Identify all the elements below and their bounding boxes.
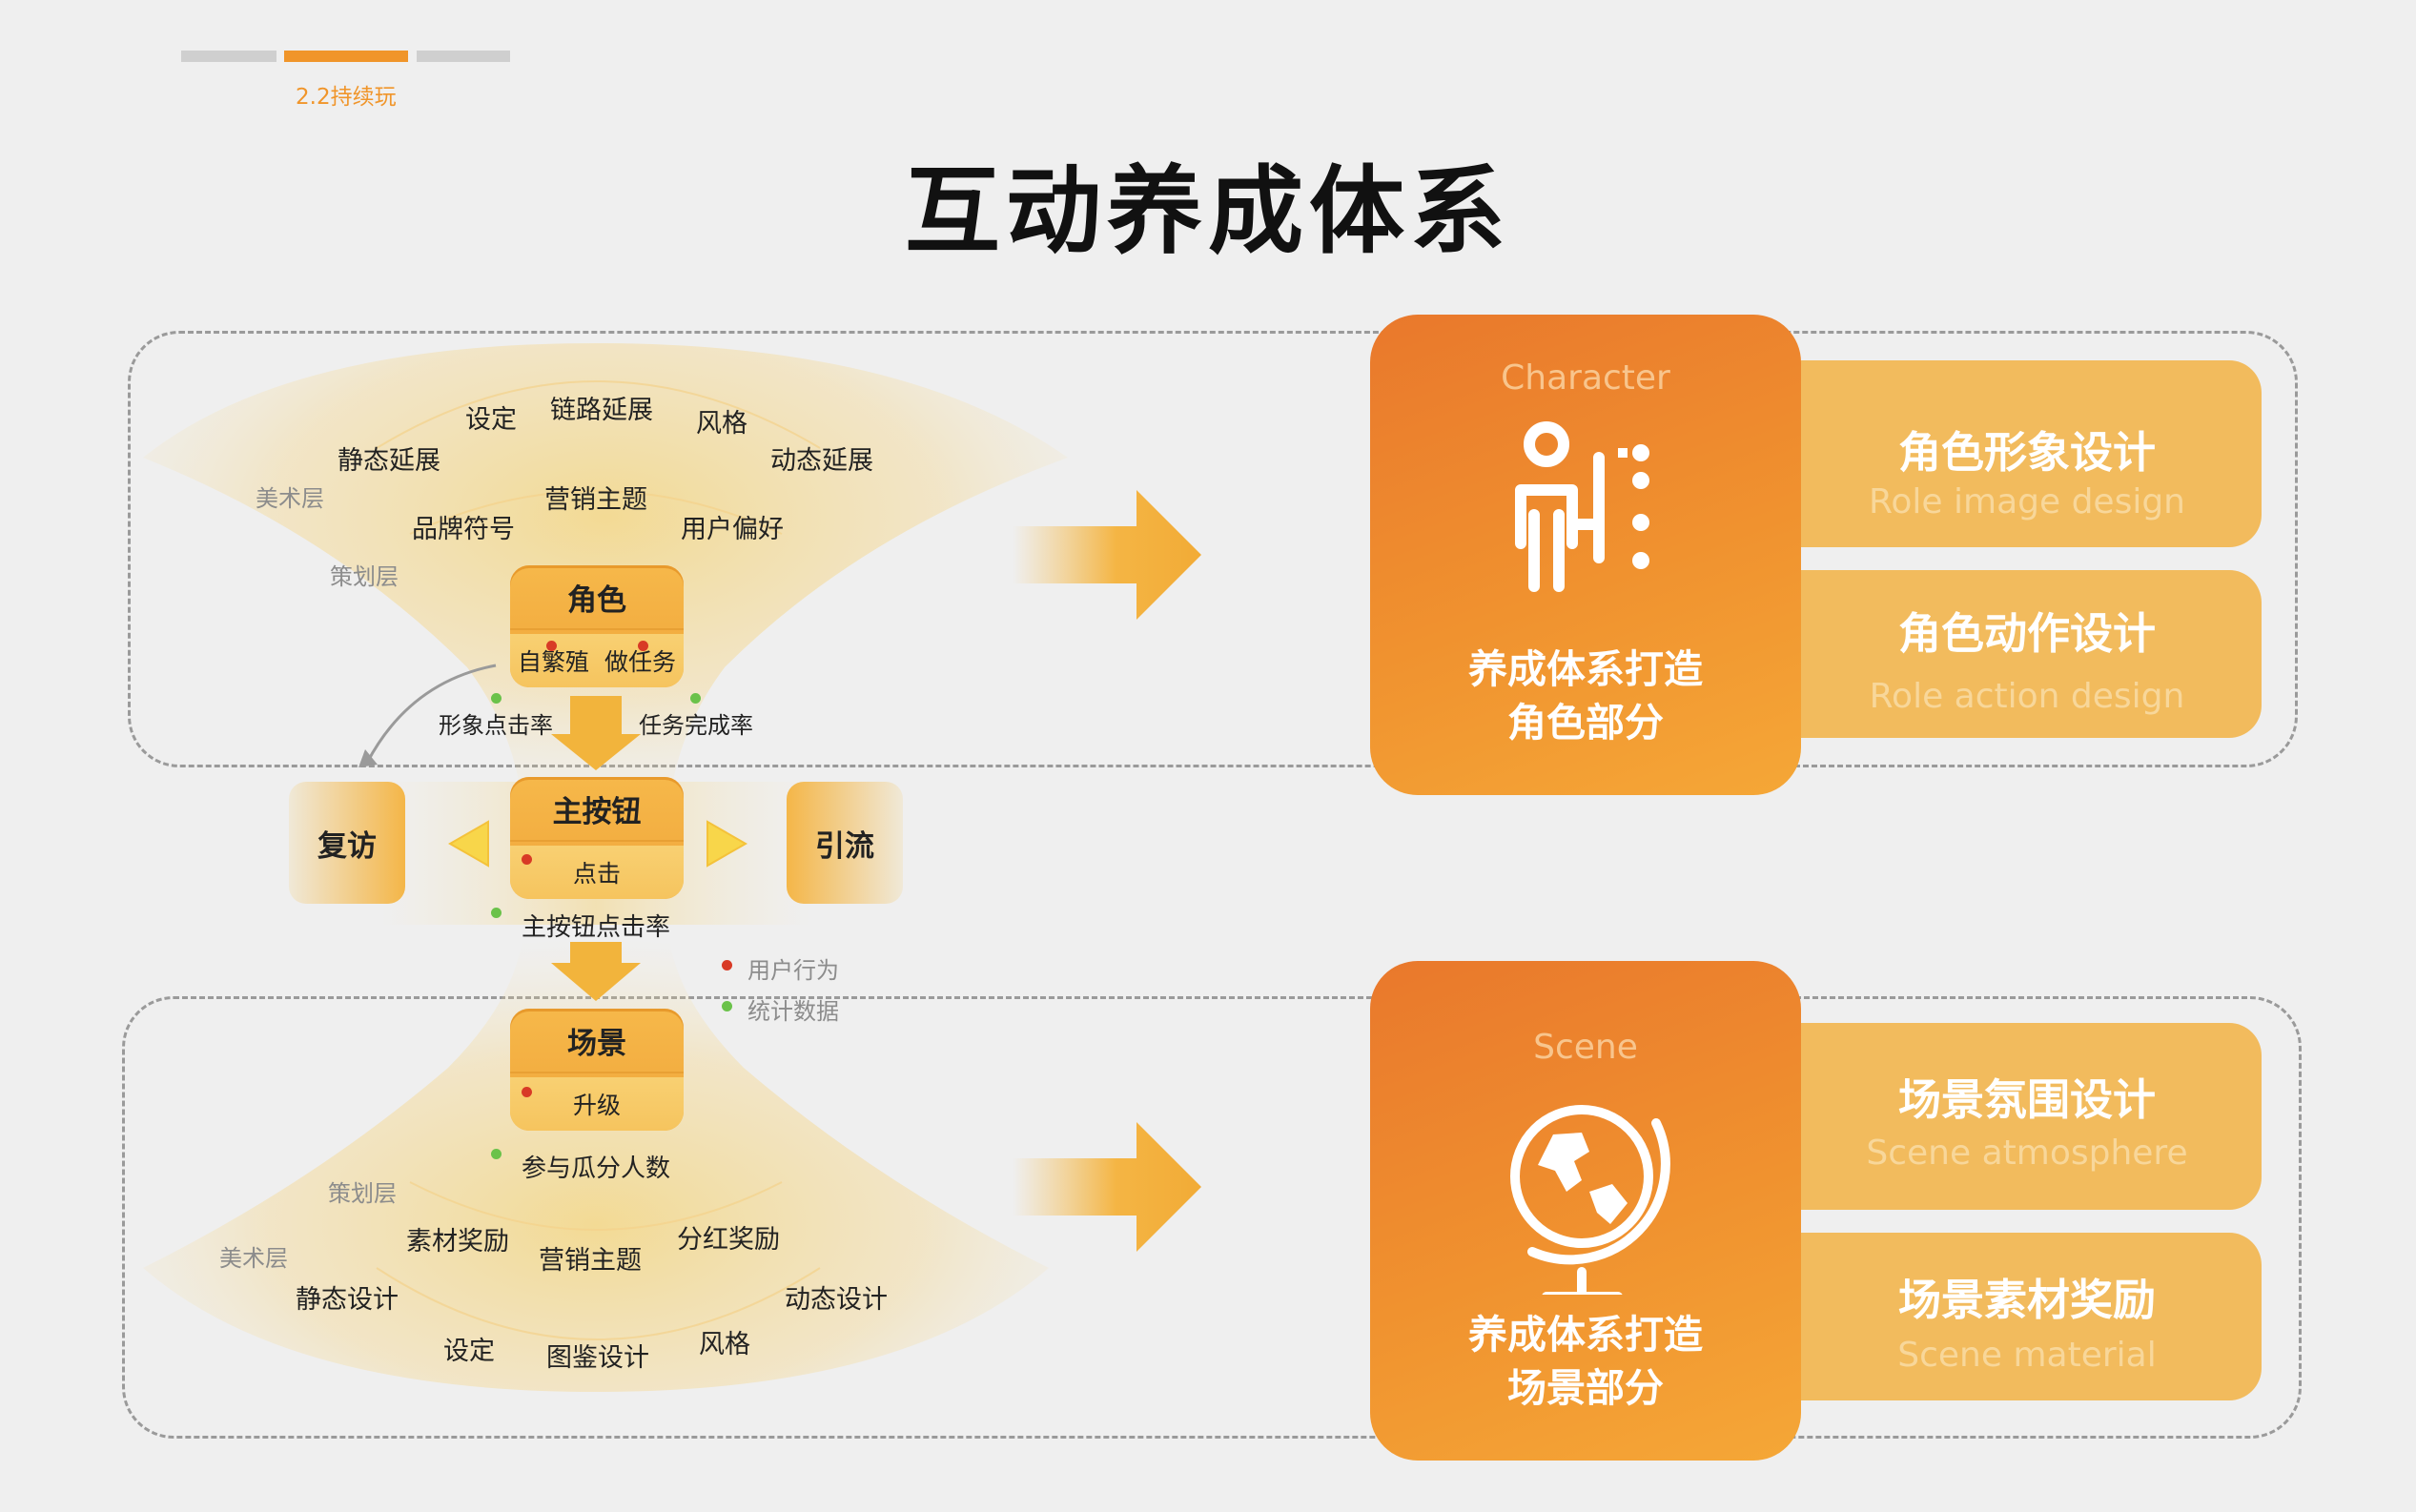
label-setting-top: 设定 [465, 405, 517, 435]
label-planning-layer-top: 策划层 [330, 563, 399, 590]
scene-card-caption: Scene [1533, 1028, 1638, 1067]
scene-card[interactable]: Scene 养成体系打造 场景部分 [1370, 961, 1801, 1461]
label-style-bottom: 风格 [699, 1330, 750, 1359]
progress-segment-1 [181, 51, 276, 62]
label-dynamic-design: 动态设计 [785, 1285, 888, 1315]
role-image-design-title: 角色形象设计 [1897, 427, 2156, 478]
character-card-line2: 角色部分 [1507, 700, 1664, 746]
legend-red-dot [722, 960, 732, 971]
scene-atmosphere-panel[interactable]: 场景氛围设计 Scene atmosphere [1792, 1023, 2262, 1210]
character-node[interactable]: 角色 自繁殖 做任务 [510, 565, 684, 687]
role-action-design-panel[interactable]: 角色动作设计 Role action design [1792, 570, 2262, 738]
label-art-layer-bottom: 美术层 [219, 1245, 288, 1272]
label-material-reward: 素材奖励 [406, 1227, 509, 1257]
character-card-line1: 养成体系打造 [1468, 646, 1703, 692]
main-button-node[interactable]: 主按钮 点击 [510, 777, 684, 899]
scene-card-line2: 场景部分 [1507, 1365, 1664, 1411]
role-action-design-title: 角色动作设计 [1897, 608, 2156, 659]
label-marketing-theme-top: 营销主题 [544, 485, 647, 515]
scene-node-action: 升级 [510, 1077, 684, 1131]
scene-atmosphere-title: 场景氛围设计 [1897, 1074, 2156, 1125]
scene-group-box [122, 996, 2302, 1439]
label-planning-layer-bottom: 策划层 [328, 1180, 397, 1207]
scene-node[interactable]: 场景 升级 [510, 1009, 684, 1131]
scene-material-panel[interactable]: 场景素材奖励 Scene material [1792, 1233, 2262, 1400]
action-self-breed: 自繁殖 [517, 648, 589, 676]
progress-segment-3 [417, 51, 510, 62]
character-flow-arrow [1013, 490, 1201, 620]
scene-atmosphere-english: Scene atmosphere [1866, 1134, 2188, 1173]
section-tag: 2.2持续玩 [296, 85, 397, 110]
character-figure-icon [1515, 421, 1649, 592]
label-collection-design: 图鉴设计 [546, 1343, 649, 1373]
character-card-caption: Character [1501, 358, 1670, 398]
scene-node-title: 场景 [510, 1009, 684, 1073]
metric-main-button-click-rate: 主按钮点击率 [522, 913, 671, 942]
label-marketing-theme-bottom: 营销主题 [539, 1246, 642, 1276]
character-card[interactable]: Character 养成体系打造 角色部分 [1370, 315, 1801, 795]
label-chain-extension: 链路延展 [550, 396, 653, 425]
revisit-pill[interactable]: 复访 [289, 782, 405, 904]
statistics-marker [491, 693, 502, 704]
legend-statistics: 统计数据 [747, 998, 839, 1025]
metric-image-click-rate: 形象点击率 [439, 712, 553, 739]
traffic-pill[interactable]: 引流 [787, 782, 903, 904]
label-art-layer-top: 美术层 [256, 485, 324, 512]
user-behavior-marker [546, 641, 557, 651]
label-static-design: 静态设计 [296, 1285, 399, 1315]
scene-material-title: 场景素材奖励 [1897, 1275, 2156, 1325]
label-style-top: 风格 [696, 409, 747, 439]
main-button-node-action: 点击 [510, 846, 684, 899]
character-node-actions: 自繁殖 做任务 [510, 634, 684, 687]
user-behavior-marker [522, 854, 532, 865]
scene-material-english: Scene material [1897, 1336, 2157, 1375]
label-user-preference: 用户偏好 [681, 515, 784, 544]
progress-segment-2-active [284, 51, 408, 62]
role-image-design-english: Role image design [1868, 482, 2185, 521]
user-behavior-marker [522, 1087, 532, 1097]
action-do-task: 做任务 [604, 648, 676, 676]
label-brand-symbol: 品牌符号 [412, 515, 515, 544]
metric-participants: 参与瓜分人数 [522, 1154, 671, 1183]
scene-card-line1: 养成体系打造 [1468, 1312, 1703, 1358]
legend-user-behavior: 用户行为 [747, 957, 839, 984]
metric-task-completion-rate: 任务完成率 [639, 712, 753, 739]
statistics-marker [491, 908, 502, 918]
label-static-extension: 静态延展 [338, 446, 440, 476]
page-title: 互动养成体系 [905, 155, 1511, 267]
label-dividend-reward: 分红奖励 [677, 1225, 780, 1255]
main-button-node-title: 主按钮 [510, 777, 684, 842]
hourglass-glow [143, 343, 1068, 1392]
label-dynamic-extension: 动态延展 [770, 446, 873, 476]
user-behavior-marker [638, 641, 648, 651]
globe-icon [1510, 1105, 1670, 1295]
character-node-title: 角色 [510, 565, 684, 630]
scene-flow-arrow [1013, 1122, 1201, 1252]
label-setting-bottom: 设定 [443, 1337, 495, 1366]
legend-green-dot [722, 1001, 732, 1011]
role-action-design-english: Role action design [1869, 677, 2185, 716]
statistics-marker [491, 1149, 502, 1159]
statistics-marker [690, 693, 701, 704]
character-group-box [128, 331, 2298, 767]
role-image-design-panel[interactable]: 角色形象设计 Role image design [1792, 360, 2262, 547]
